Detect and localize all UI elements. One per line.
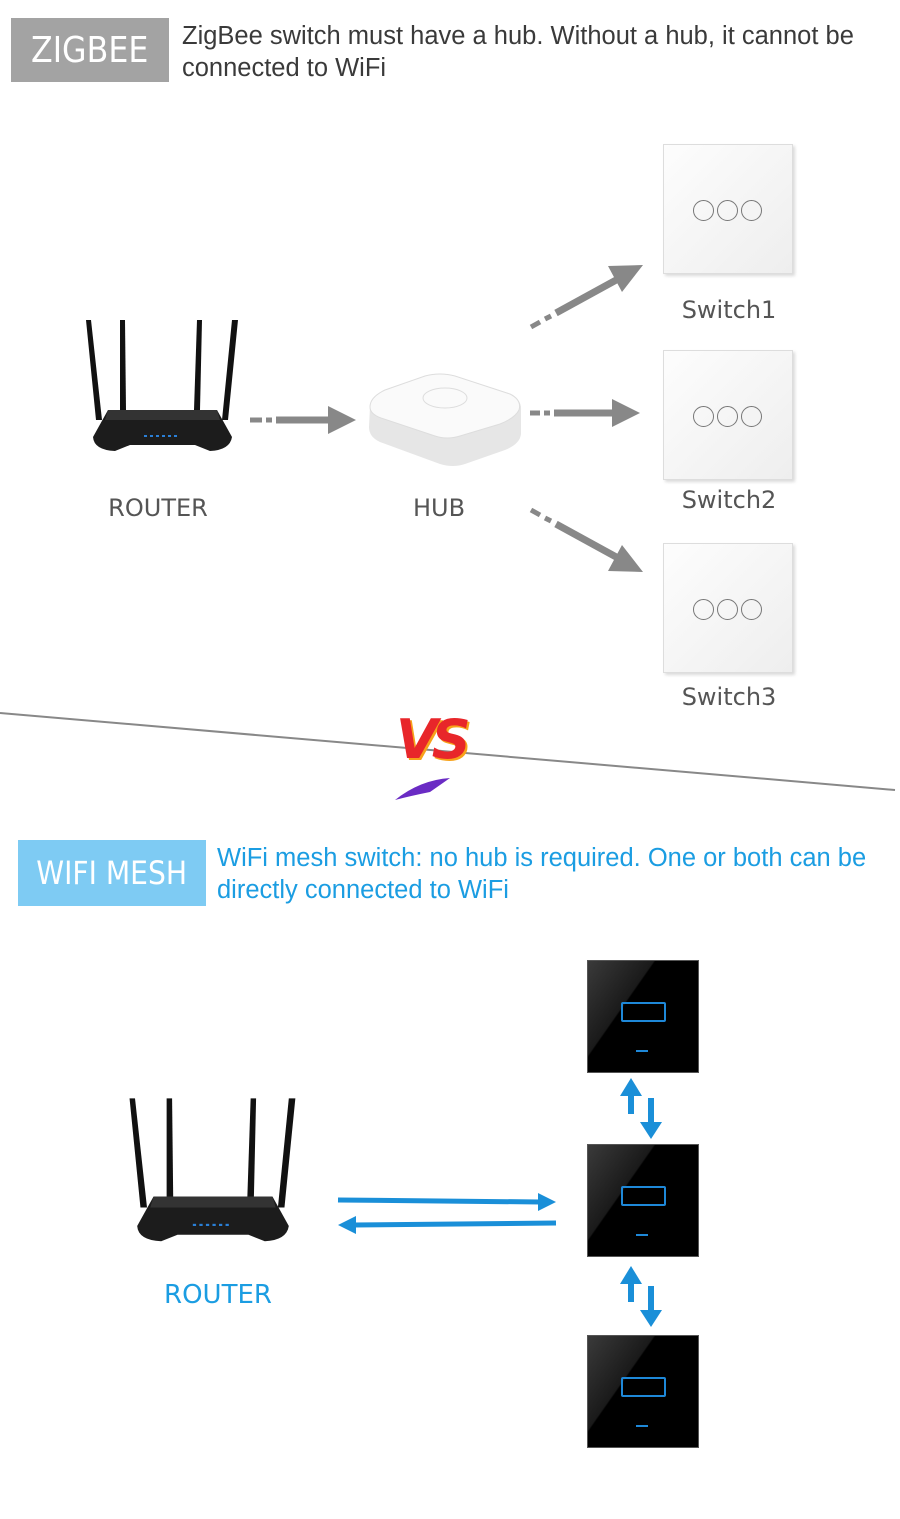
wifi-switch-2 [587, 1144, 699, 1257]
touch-buttons-icon [693, 406, 762, 427]
wifi-mesh-badge: WIFI MESH [18, 840, 206, 906]
wifi-arrows [337, 1078, 662, 1327]
vs-swoosh-icon [395, 778, 450, 800]
arrow-hub-to-switch3-icon [529, 507, 643, 572]
arrows-switch1-switch2-icon [620, 1078, 662, 1139]
arrows-switch2-switch3-icon [620, 1266, 662, 1327]
touch-key-icon [621, 1377, 666, 1397]
wifi-mesh-description: WiFi mesh switch: no hub is required. On… [217, 844, 867, 904]
router-icon [129, 1098, 296, 1242]
switch1-label: Switch1 [681, 296, 777, 324]
arrow-hub-to-switch1-icon [529, 265, 643, 330]
wifi-mesh-badge-text: WIFI MESH [36, 854, 188, 892]
wifi-router-label: ROUTER [164, 1280, 272, 1310]
touch-key-icon [621, 1186, 666, 1206]
wifi-switch-1 [587, 960, 699, 1073]
zigbee-switch-2 [663, 350, 793, 480]
arrow-hub-to-switch2-icon [530, 399, 640, 427]
touch-key-icon [621, 1002, 666, 1022]
zigbee-switch-1 [663, 144, 793, 274]
switch3-label: Switch3 [681, 683, 777, 711]
hub-label: HUB [412, 494, 466, 522]
touch-buttons-icon [693, 599, 762, 620]
touch-buttons-icon [693, 200, 762, 221]
hub-icon [369, 373, 522, 466]
router-icon [86, 320, 238, 451]
zigbee-switch-3 [663, 543, 793, 673]
vs-logo: VS [396, 708, 471, 771]
section-divider [0, 712, 896, 800]
zigbee-arrows [250, 265, 643, 572]
zigbee-badge-text: ZIGBEE [31, 29, 149, 71]
arrow-router-to-hub-icon [250, 406, 356, 434]
wifi-switch-3 [587, 1335, 699, 1448]
arrow-router-to-switch-icon [337, 1193, 556, 1211]
zigbee-description: ZigBee switch must have a hub. Without a… [182, 22, 854, 82]
switch2-label: Switch2 [681, 486, 777, 514]
zigbee-badge: ZIGBEE [11, 18, 169, 82]
arrow-switch-to-router-icon [338, 1216, 557, 1234]
zigbee-router-label: ROUTER [108, 494, 208, 522]
